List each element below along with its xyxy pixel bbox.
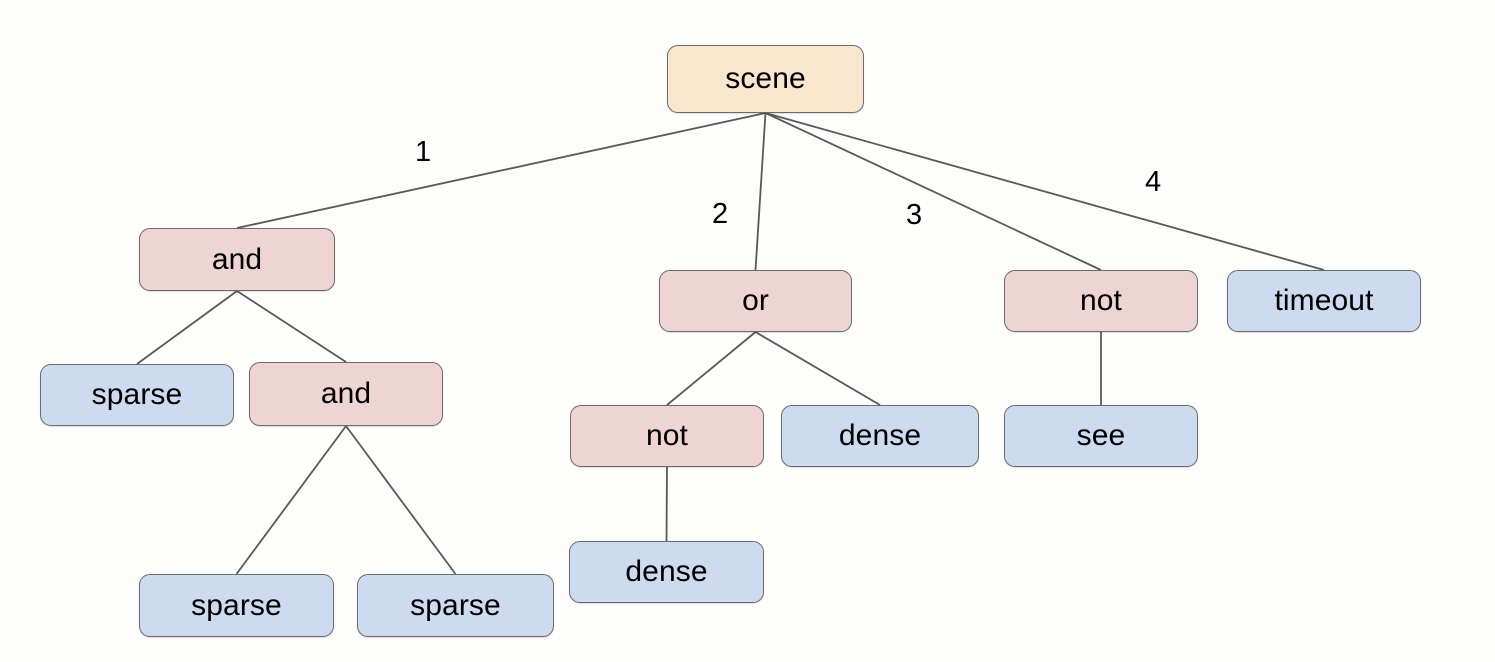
node-sparse2[interactable]: sparse	[139, 574, 334, 637]
edge-label-1: 1	[415, 136, 432, 168]
node-dense1[interactable]: dense	[781, 405, 979, 467]
edge-not2-to-dense2	[665, 466, 668, 542]
edge-scene-to-not1	[765, 112, 1102, 271]
node-not2[interactable]: not	[570, 405, 764, 467]
edge-or1-to-dense1	[755, 331, 881, 406]
edge-scene-to-timeout	[765, 112, 1325, 271]
edge-and1-to-and2	[236, 290, 347, 363]
node-or1[interactable]: or	[659, 270, 852, 332]
node-see[interactable]: see	[1004, 405, 1198, 467]
edge-and1-to-sparse1	[136, 290, 238, 365]
node-sparse3[interactable]: sparse	[357, 574, 554, 637]
node-sparse1[interactable]: sparse	[40, 364, 234, 426]
edge-and2-to-sparse2	[235, 425, 347, 575]
node-dense2[interactable]: dense	[569, 541, 764, 603]
edge-label-4: 4	[1145, 166, 1162, 198]
node-timeout[interactable]: timeout	[1227, 270, 1421, 332]
edge-or1-to-not2	[666, 331, 757, 406]
edge-label-2: 2	[712, 198, 729, 230]
node-and1[interactable]: and	[139, 228, 335, 291]
edge-scene-to-and1	[236, 112, 766, 229]
edge-and2-to-sparse3	[345, 425, 457, 575]
node-not1[interactable]: not	[1004, 270, 1198, 332]
node-scene[interactable]: scene	[667, 45, 864, 113]
edge-label-3: 3	[906, 199, 923, 231]
edge-scene-to-or1	[754, 112, 767, 271]
node-and2[interactable]: and	[249, 362, 443, 426]
